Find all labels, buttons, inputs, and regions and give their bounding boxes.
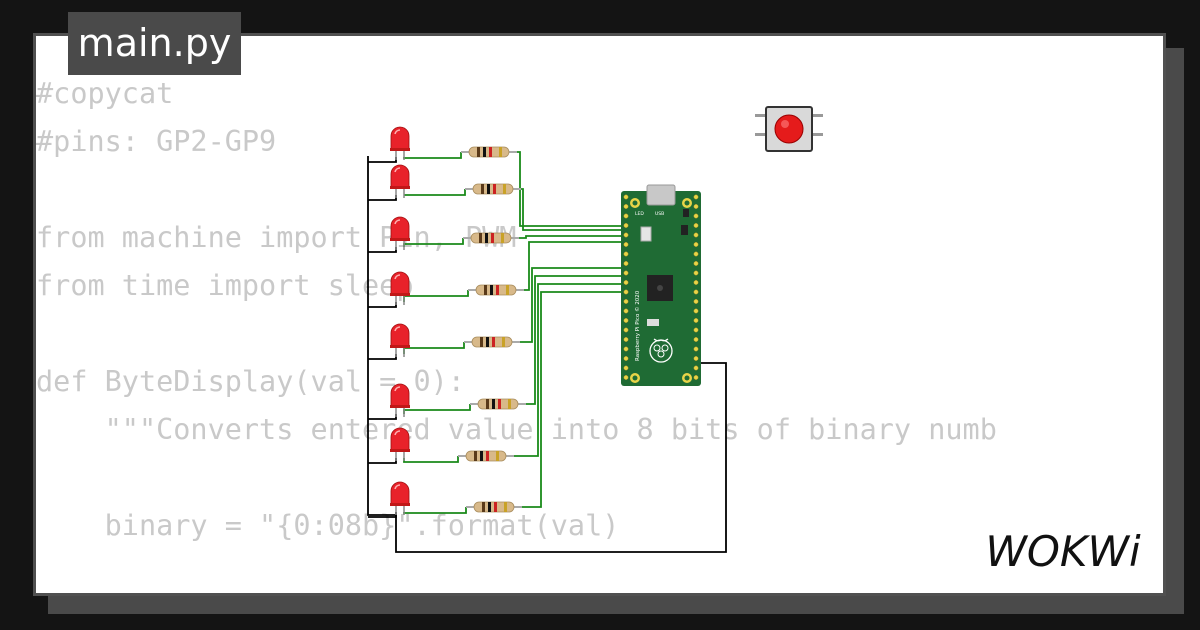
button-cap: [774, 114, 804, 144]
resistor[interactable]: [463, 232, 519, 244]
code-line: def ByteDisplay(val = 0):: [36, 365, 465, 398]
usb-label: USB: [655, 211, 664, 217]
led-red[interactable]: [390, 164, 410, 198]
code-line: #copycat: [36, 77, 174, 110]
code-line: #pins: GP2-GP9: [36, 125, 277, 158]
signal-wire: [506, 283, 624, 457]
led-red[interactable]: [390, 271, 410, 305]
resistor[interactable]: [464, 336, 520, 348]
ground-wire: [368, 195, 397, 201]
signal-wire: [403, 507, 467, 514]
resistor[interactable]: [465, 183, 521, 195]
file-tab[interactable]: main.py: [68, 12, 241, 75]
resistor[interactable]: [468, 284, 524, 296]
pico-pin-headers: [623, 194, 699, 380]
code-line: binary = "{0:08b}".format(val): [36, 509, 620, 542]
signal-wire: [403, 456, 459, 463]
usb-connector: [646, 184, 676, 206]
raspberry-logo-icon: [649, 338, 673, 363]
ground-wire: [368, 458, 397, 464]
led-label: LED: [635, 211, 644, 217]
raspberry-pi-pico-board[interactable]: LED USB Raspberry Pi Pico © 2020: [621, 184, 701, 386]
signal-wire: [403, 290, 469, 302]
code-line: from time import sleep: [36, 269, 414, 302]
onboard-led: [683, 209, 689, 217]
pushbutton[interactable]: [755, 106, 823, 152]
led-red[interactable]: [390, 427, 410, 461]
resistor-group: [458, 146, 526, 513]
ground-wire: [368, 354, 397, 360]
signal-wire: [511, 235, 624, 239]
ground-wire: [368, 247, 397, 253]
ground-wire: [368, 157, 397, 163]
signal-wire: [403, 152, 462, 159]
resistor[interactable]: [458, 450, 514, 462]
wokwi-logo: WOKWi: [976, 526, 1150, 576]
wokwi-logo-text: WOKWi: [985, 527, 1141, 576]
signal-wire: [514, 291, 624, 508]
resistor[interactable]: [466, 501, 522, 513]
led-red[interactable]: [390, 481, 410, 515]
signal-wire: [403, 342, 465, 354]
board-silkscreen: Raspberry Pi Pico © 2020: [634, 290, 641, 361]
led-red[interactable]: [390, 323, 410, 357]
led-red[interactable]: [390, 126, 410, 160]
project-preview-card: [33, 33, 1166, 596]
led-red[interactable]: [390, 383, 410, 417]
wokwi-logo-mark: WOKWi: [985, 527, 1141, 576]
flash-chip: [647, 319, 659, 326]
bootsel-button[interactable]: [640, 226, 652, 242]
ground-wire: [368, 302, 397, 308]
resistor[interactable]: [461, 146, 517, 158]
signal-wire: [512, 267, 624, 343]
led-group: [390, 126, 410, 515]
signal-wire: [403, 404, 471, 414]
signal-wires: [403, 151, 624, 514]
signal-wire: [403, 238, 464, 247]
led-red[interactable]: [390, 216, 410, 250]
signal-wire: [404, 189, 466, 196]
regulator-chip: [681, 225, 688, 235]
ground-bus-wire: [367, 156, 727, 553]
signal-wire: [513, 188, 624, 231]
ground-wire: [368, 414, 397, 420]
resistor[interactable]: [470, 398, 526, 410]
code-line: """Converts entered value into 8 bits of…: [36, 413, 997, 446]
signal-wire: [518, 275, 624, 405]
signal-wire: [509, 151, 624, 227]
